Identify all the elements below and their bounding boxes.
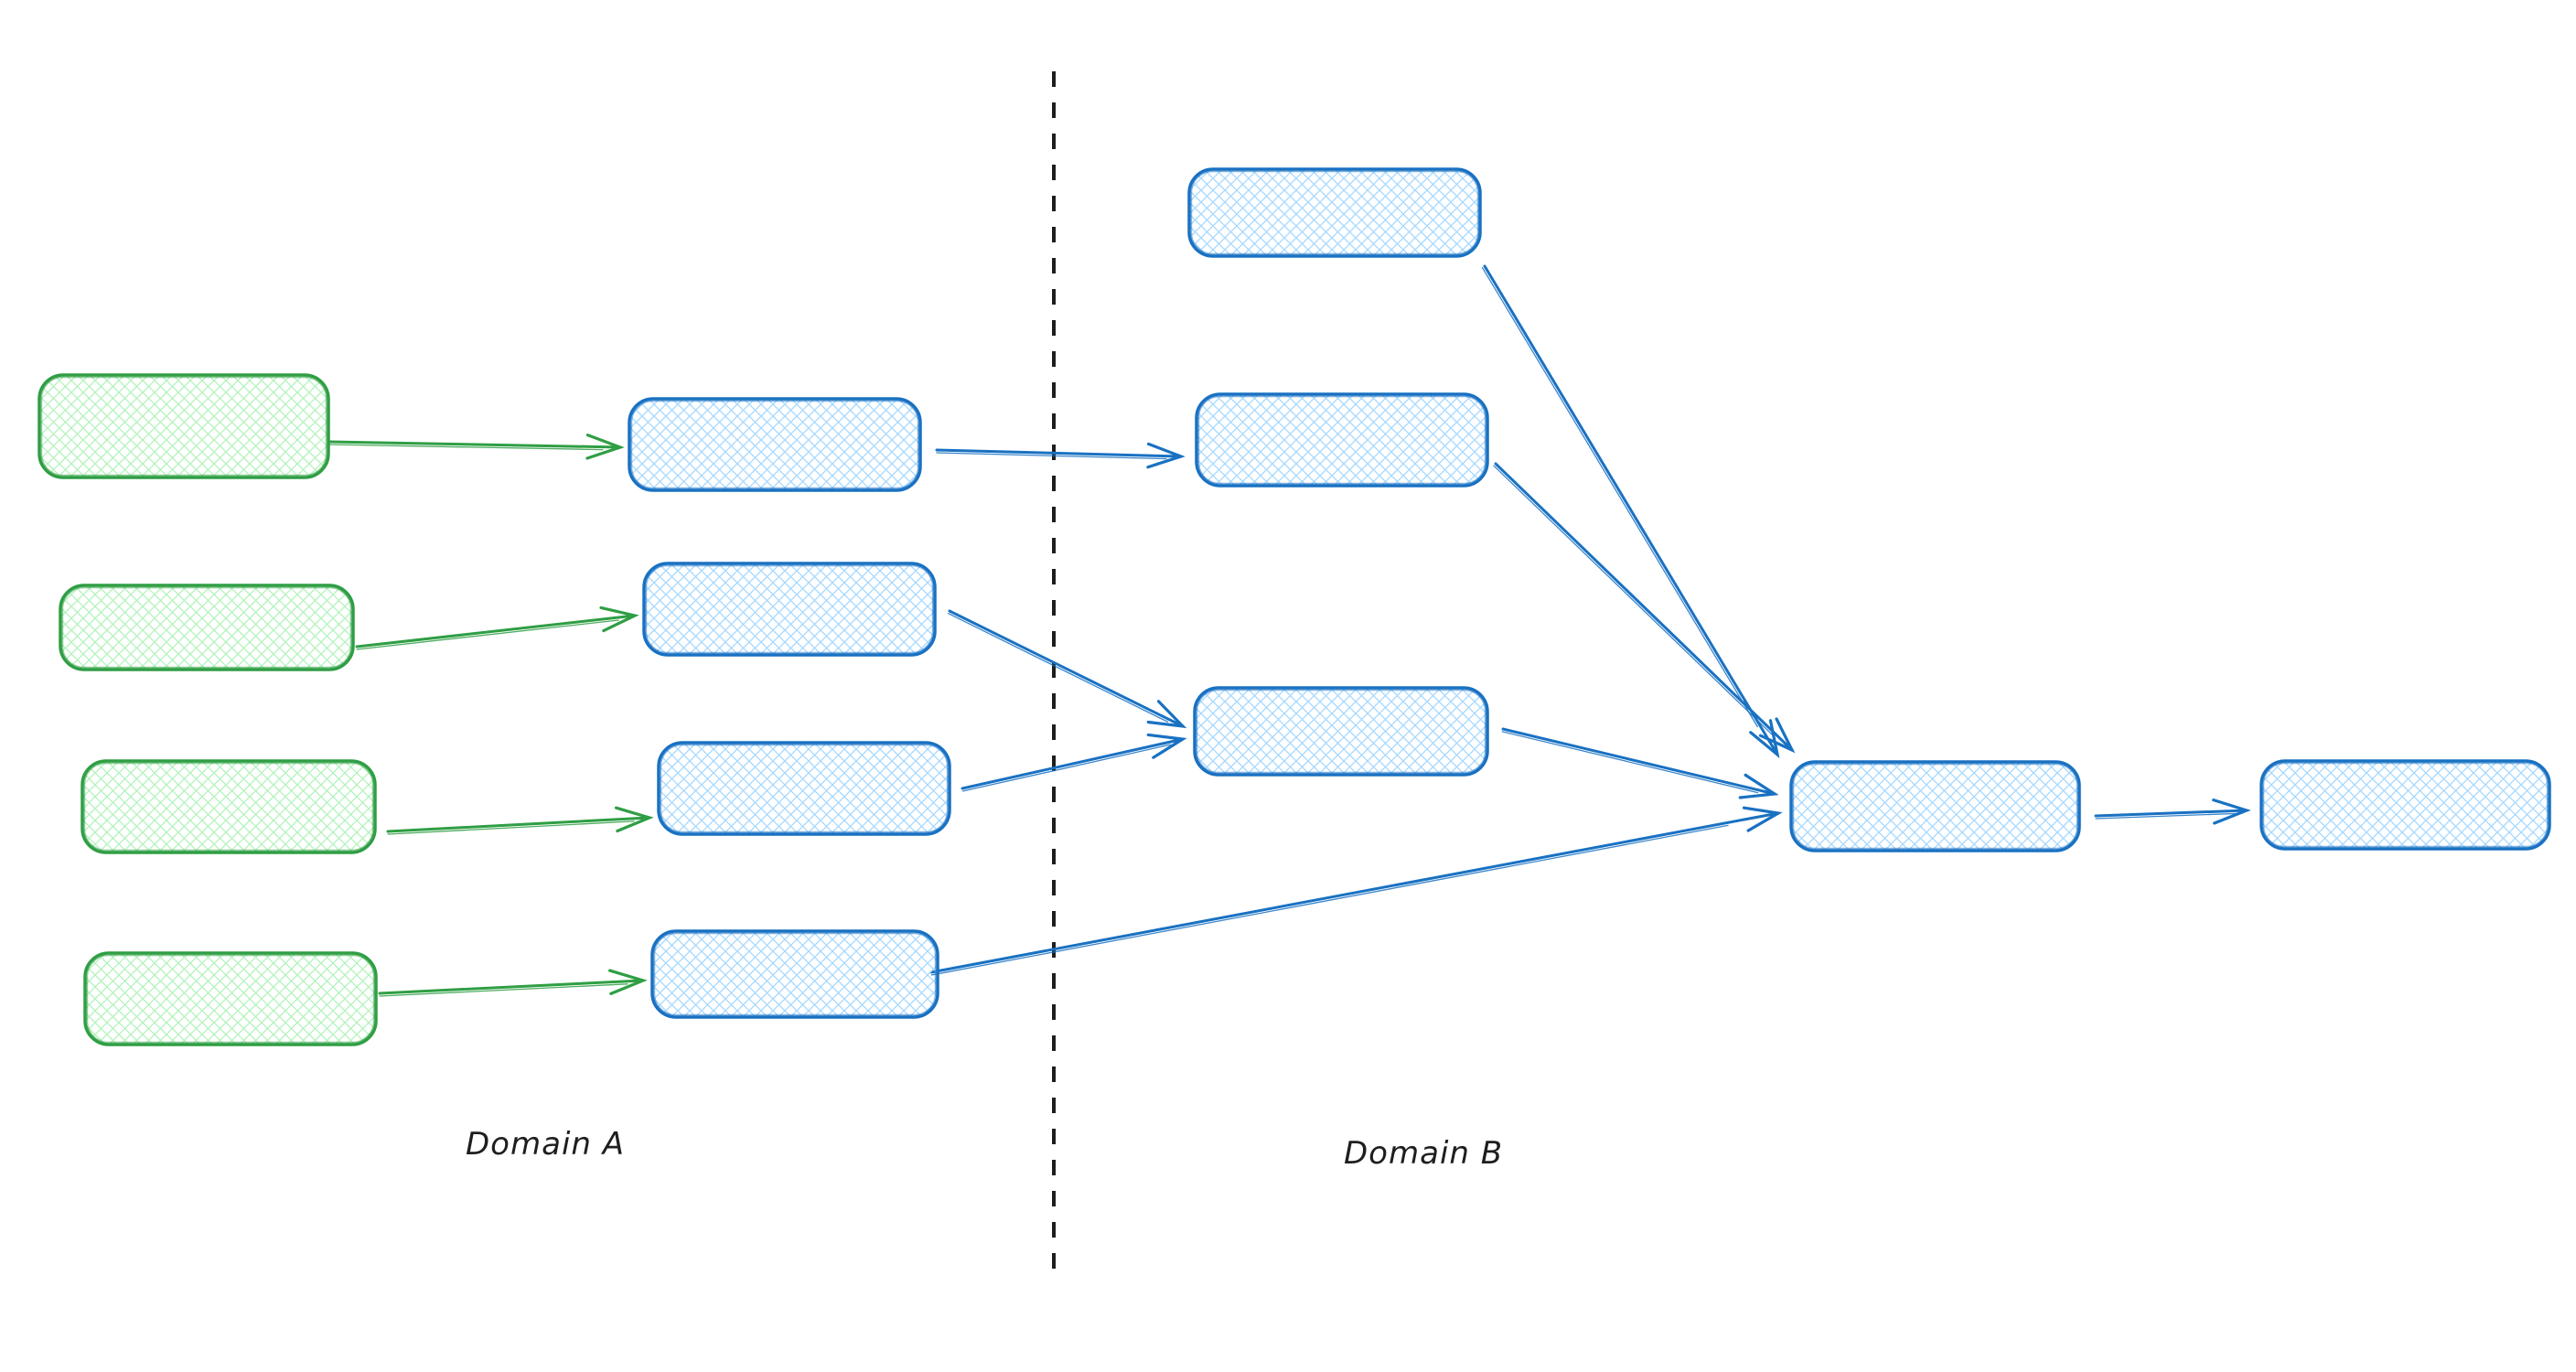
node-blue-b3 xyxy=(1193,686,1489,777)
node-green-1 xyxy=(38,373,330,479)
node-blue-b1 xyxy=(1187,167,1482,258)
node-green-3 xyxy=(80,759,377,854)
node-blue-a4 xyxy=(650,929,939,1019)
node-blue-merge xyxy=(1789,760,2081,852)
arrow-bluea1-to-blueb2 xyxy=(935,442,1186,469)
node-blue-b2 xyxy=(1195,392,1489,488)
arrow-green3-to-bluea3 xyxy=(386,806,654,835)
domain-b-label: Domain B xyxy=(1344,1135,1504,1172)
arrow-green2-to-bluea2 xyxy=(355,606,639,650)
domain-a-label: Domain A xyxy=(466,1126,625,1163)
node-blue-final xyxy=(2259,759,2551,851)
node-green-4 xyxy=(83,951,378,1046)
arrow-bluea3-to-blueb3 xyxy=(961,733,1187,792)
arrow-bluea2-to-blueb3 xyxy=(948,609,1187,729)
arrow-green4-to-bluea4 xyxy=(378,969,648,997)
node-blue-a3 xyxy=(657,741,951,836)
node-blue-a1 xyxy=(628,397,922,492)
node-blue-a2 xyxy=(642,562,937,657)
arrow-bluea4-to-merge xyxy=(929,806,1783,976)
arrow-blueb1-to-merge xyxy=(1481,264,1780,759)
node-green-2 xyxy=(59,584,355,671)
arrow-blueb3-to-merge xyxy=(1501,727,1779,799)
arrow-merge-to-final xyxy=(2094,799,2251,825)
arrow-blueb2-to-merge xyxy=(1493,462,1796,754)
arrow-green1-to-bluea1 xyxy=(328,434,625,460)
